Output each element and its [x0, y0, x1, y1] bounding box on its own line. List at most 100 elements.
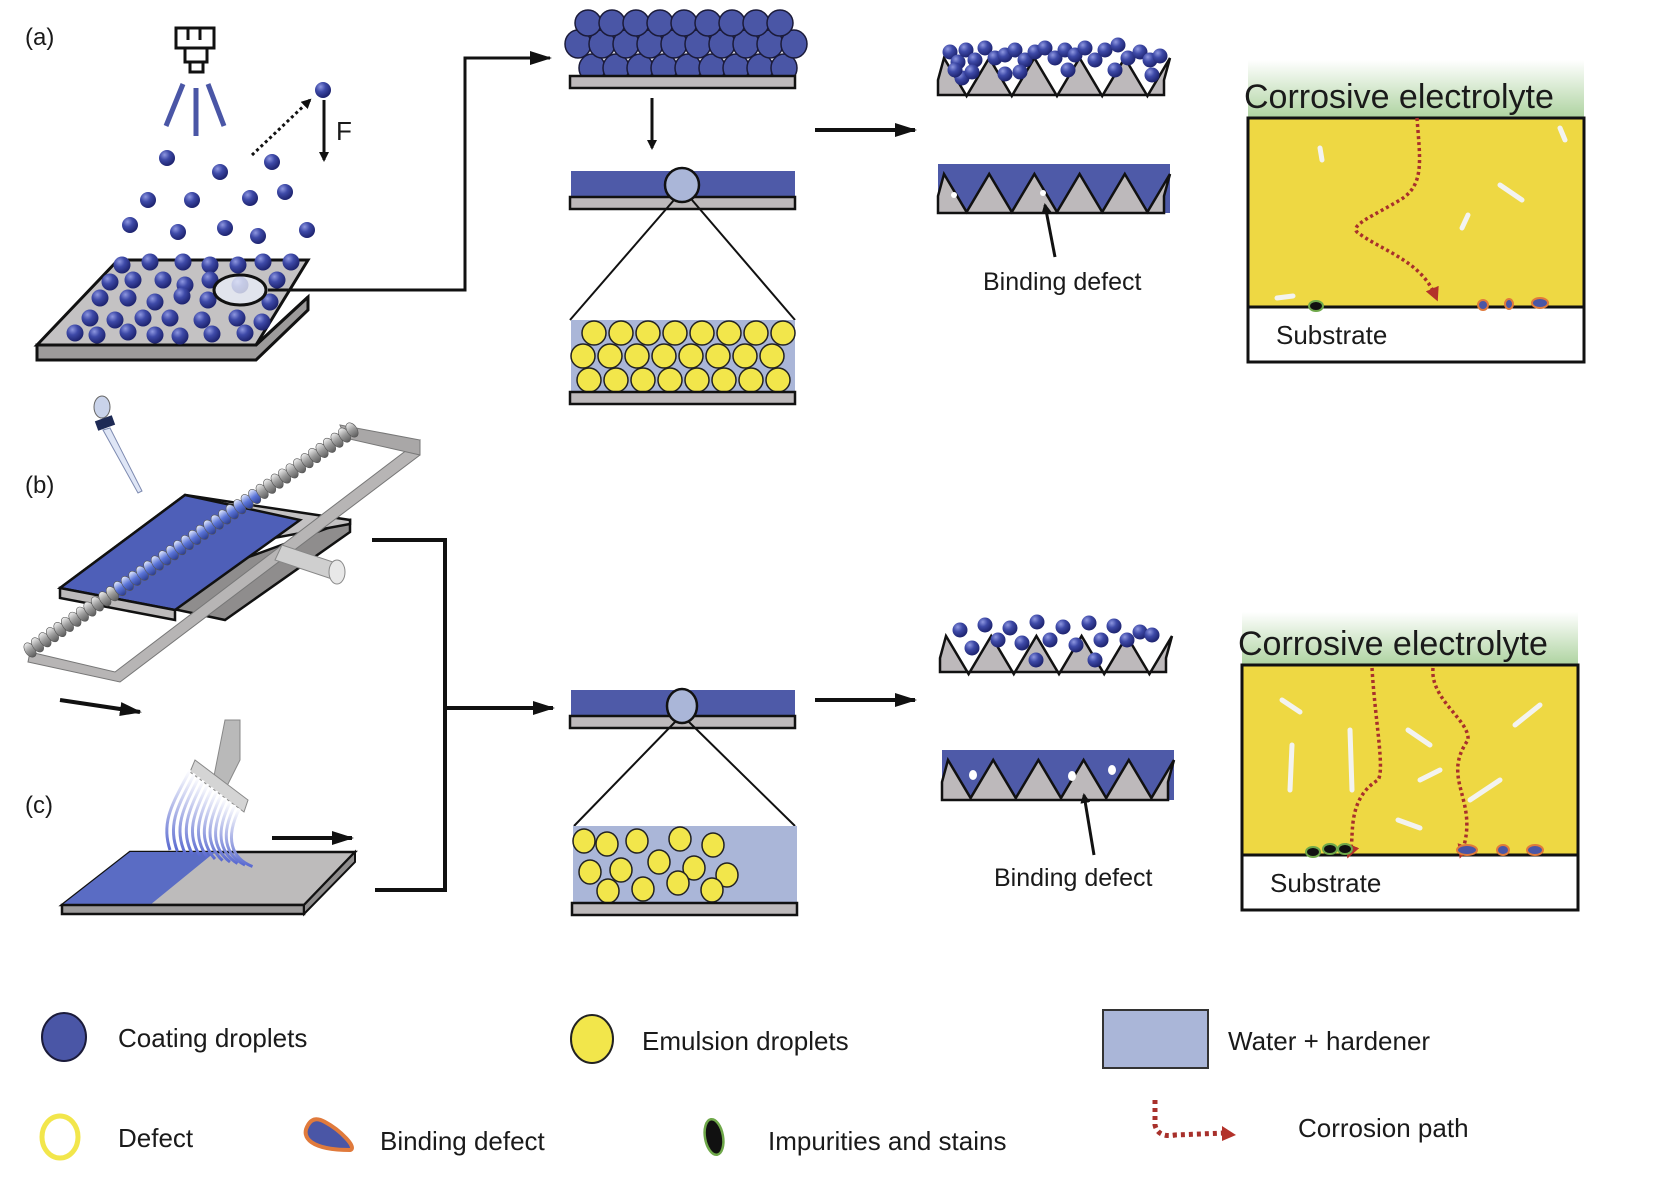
coating-droplet: [1093, 632, 1109, 648]
binding-defect: [1526, 844, 1544, 856]
substrate-bar: [570, 901, 799, 917]
emulsion-droplet: [631, 876, 655, 902]
emulsion-droplet: [647, 849, 671, 875]
coating-droplet: [967, 52, 983, 68]
coating-droplet: [574, 9, 602, 37]
coating-droplet: [977, 617, 993, 633]
coating-droplet: [268, 271, 286, 289]
defect-ring-icon: [39, 1113, 81, 1161]
coating-droplet: [958, 42, 974, 58]
rough-substrate-coated: [940, 750, 1176, 802]
emulsion-droplet: [625, 828, 649, 854]
emulsion-droplet: [666, 870, 690, 896]
substrate-bar: [568, 390, 797, 406]
packed-coating-droplets: [564, 9, 808, 83]
legend-item-binding-defect: Binding defect: [303, 1117, 546, 1156]
emulsion-droplet: [711, 367, 737, 393]
water-hardener-swatch: [1102, 1009, 1209, 1069]
bristle: [224, 804, 246, 867]
emulsion-droplet: [682, 855, 706, 881]
single-droplet: [315, 82, 331, 98]
emulsion-droplet: [759, 343, 785, 369]
pore-defect: [1279, 697, 1303, 715]
coating-droplet: [88, 326, 106, 344]
coating-droplet: [1060, 62, 1076, 78]
process-arrow-a: [268, 51, 552, 292]
emulsion-droplet: [743, 320, 769, 346]
binding-defect: [1504, 298, 1514, 310]
binding-defect: [1456, 844, 1478, 856]
substrate-label: Substrate: [1270, 868, 1381, 898]
emulsion-droplet: [630, 367, 656, 393]
deposited-coating-droplets: [66, 253, 300, 345]
pore-defect: [1287, 742, 1295, 793]
binding-defect-void: [1068, 771, 1076, 781]
emulsion-droplet: [572, 828, 596, 854]
legend-label: Corrosion path: [1298, 1113, 1469, 1143]
coating-droplet: [119, 323, 137, 341]
rough-substrate-with-droplets: [936, 37, 1172, 99]
coating-droplet: [174, 253, 192, 271]
emulsion-droplet: [609, 857, 633, 883]
coating-droplet: [228, 309, 246, 327]
legend-label: Water + hardener: [1228, 1026, 1430, 1056]
emulsion-droplet: [765, 367, 791, 393]
emulsion-droplet: [715, 862, 739, 888]
coating-droplet-icon: [41, 1012, 87, 1062]
coating-droplet: [766, 9, 794, 37]
legend-item-impurities: Impurities and stains: [703, 1117, 1006, 1157]
pore-defect: [1557, 125, 1568, 143]
coating-droplet: [964, 64, 980, 80]
zoom-line: [688, 721, 796, 827]
binding-defect-pointer: [1041, 203, 1057, 258]
dispersed-emulsion-droplets: [572, 826, 739, 904]
legend-label: Binding defect: [380, 1126, 546, 1156]
spray-nozzle-icon: [174, 26, 216, 74]
electrolyte-label: Corrosive electrolyte: [1244, 78, 1554, 116]
rod-coil: [345, 422, 359, 438]
emulsion-droplet: [570, 343, 596, 369]
emulsion-droplet: [689, 320, 715, 346]
coating-droplet: [694, 9, 722, 37]
coating-droplet: [253, 313, 271, 331]
coating-droplet: [1055, 619, 1071, 635]
coating-droplet: [250, 228, 266, 244]
coating-droplet: [113, 256, 131, 274]
emulsion-droplet: [684, 367, 710, 393]
electrolyte-label: Corrosive electrolyte: [1238, 625, 1548, 663]
emulsion-droplet: [716, 320, 742, 346]
legend-label: Impurities and stains: [768, 1126, 1006, 1156]
brush-coating-illustration: [58, 719, 358, 917]
corrosion-path: [1354, 117, 1439, 302]
legend: Coating droplets Emulsion droplets Water…: [39, 1009, 1469, 1161]
emulsion-droplet: [705, 343, 731, 369]
rough-substrate-with-droplets: [938, 614, 1174, 677]
dotted-trajectory-arrow: [250, 98, 312, 157]
legend-label: Defect: [118, 1123, 194, 1153]
coating-droplet: [1087, 652, 1103, 668]
electrolyte-band: [1242, 612, 1578, 665]
emulsion-droplet: [657, 367, 683, 393]
coating-droplet: [990, 632, 1006, 648]
coating-droplet: [91, 289, 109, 307]
bar-coater-illustration: [27, 395, 421, 683]
coating-droplet: [1002, 620, 1018, 636]
pore-defect: [1274, 293, 1296, 301]
coating-droplet: [124, 271, 142, 289]
panel-label-c: (c): [25, 792, 53, 819]
wire-wound-rod: [23, 422, 359, 658]
coating-droplet: [154, 271, 172, 289]
legend-item-coating-droplets: Coating droplets: [41, 1012, 307, 1062]
binding-defect-label: Binding defect: [994, 864, 1153, 892]
coating-droplet: [997, 66, 1013, 82]
dropper-icon: [93, 395, 143, 494]
coating-droplet: [977, 40, 993, 56]
substrate-label: Substrate: [1276, 320, 1387, 350]
emulsion-droplet: [596, 878, 620, 904]
binding-defect: [1477, 299, 1489, 311]
pore-defect: [1395, 817, 1423, 831]
emulsion-droplet: [595, 831, 619, 857]
binding-defect-void: [951, 192, 957, 198]
coating-droplet: [282, 253, 300, 271]
